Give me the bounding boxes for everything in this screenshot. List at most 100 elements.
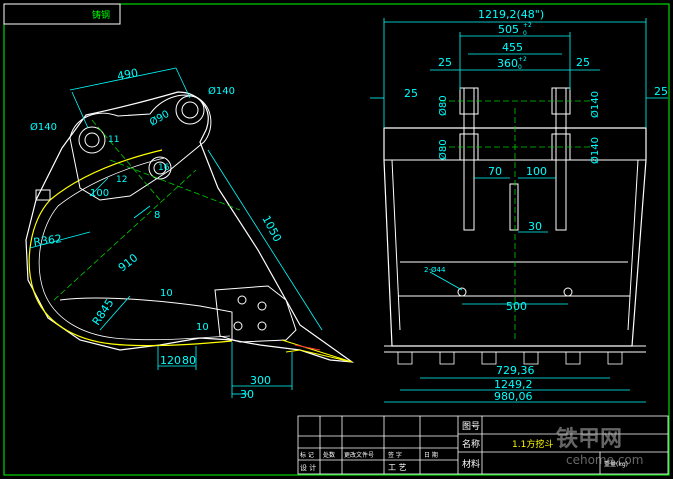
dim-line-100 bbox=[89, 177, 109, 197]
tb-design-label: 设 计 bbox=[300, 463, 316, 472]
dim-729: 729,36 bbox=[496, 364, 535, 377]
dim-120: 120 bbox=[160, 354, 181, 367]
dim-100: 100 bbox=[90, 188, 109, 199]
dim-140-top: Ø140 bbox=[208, 85, 235, 97]
centerline-910 bbox=[53, 169, 197, 301]
tooth-red-mark bbox=[294, 344, 321, 351]
center-rib bbox=[509, 183, 519, 231]
dim-r845: R845 bbox=[90, 297, 117, 328]
dim-holes: 2-Ø44 bbox=[424, 266, 446, 274]
dim-line-r362 bbox=[29, 231, 91, 249]
tb-weight-label: 重量(kg) bbox=[604, 460, 628, 468]
front-side-right-inner bbox=[627, 159, 639, 331]
front-side-left-inner bbox=[391, 159, 401, 331]
mount-hole-left bbox=[457, 287, 467, 297]
front-tooth-3 bbox=[481, 351, 497, 365]
dim-11: 11 bbox=[108, 135, 119, 145]
corner-note: 铸钢 bbox=[92, 9, 110, 21]
side-view: 490 Ø140 Ø140 Ø90 11 12 16 100 8 R362 91… bbox=[25, 66, 355, 401]
dim-80: 80 bbox=[182, 354, 196, 367]
watermark-url: cehome.com bbox=[566, 453, 643, 467]
dim-line-8 bbox=[133, 205, 151, 219]
dim-980: 980,06 bbox=[494, 390, 533, 403]
dim-1050: 1050 bbox=[259, 213, 284, 244]
dim-30f: 30 bbox=[528, 220, 542, 233]
dim-12: 12 bbox=[116, 175, 127, 185]
dim-line-1050 bbox=[207, 149, 323, 331]
watermark-brand: 铁甲网 bbox=[556, 426, 622, 452]
tb-h3: 更改文件号 bbox=[344, 451, 374, 459]
adapter-bolt-1 bbox=[237, 295, 247, 305]
tb-name-label: 名称 bbox=[462, 438, 480, 450]
dim-25-top-l: 25 bbox=[438, 56, 452, 69]
dim-80b: Ø80 bbox=[437, 139, 449, 160]
dim-30: 30 bbox=[240, 388, 254, 401]
tooth-tip bbox=[281, 339, 353, 363]
adapter-bolt-3 bbox=[233, 321, 243, 331]
dim-500: 500 bbox=[506, 300, 527, 313]
dim-80a: Ø80 bbox=[437, 95, 449, 116]
dim-140-left: Ø140 bbox=[30, 121, 57, 133]
front-tooth-4 bbox=[523, 351, 539, 365]
dim-line-r845 bbox=[99, 295, 131, 331]
ext-490-b bbox=[175, 67, 191, 99]
mount-hole-right bbox=[563, 287, 573, 297]
adapter-bolt-2 bbox=[257, 301, 267, 311]
bucket-outer-profile bbox=[25, 91, 355, 363]
dim-505-tol: +2 bbox=[523, 22, 532, 29]
corner-tab bbox=[3, 3, 121, 25]
front-tooth-6 bbox=[607, 351, 623, 365]
pin-boss-left-outer bbox=[78, 126, 106, 154]
dim-360-tol2: 0 bbox=[518, 64, 522, 71]
ear-plate bbox=[69, 94, 212, 201]
dim-line-490 bbox=[69, 67, 177, 91]
dim-25-side-r: 25 bbox=[654, 85, 668, 98]
tb-h4: 签 字 bbox=[388, 451, 402, 459]
dim-360-tol: +2 bbox=[518, 56, 527, 63]
ear-plate-left bbox=[463, 87, 475, 231]
dim-505: 505 bbox=[498, 23, 519, 36]
dim-70: 70 bbox=[488, 165, 502, 178]
dim-455: 455 bbox=[502, 41, 523, 54]
tb-part-name: 1.1方挖斗 bbox=[512, 438, 553, 450]
bottom-plate bbox=[59, 297, 233, 340]
front-view: 1219,2(48") 505 +2 0 455 360 +2 0 25 25 … bbox=[370, 8, 668, 403]
title-block-frame bbox=[297, 415, 669, 475]
dim-r362: R362 bbox=[33, 232, 63, 249]
dim-1249: 1249,2 bbox=[494, 378, 533, 391]
tooth-adapter bbox=[214, 285, 297, 343]
side-lug bbox=[35, 189, 51, 201]
liner-curve-inner bbox=[38, 157, 231, 341]
pin-boss-top-outer bbox=[175, 95, 205, 125]
pin-boss-left-inner bbox=[84, 132, 100, 148]
pin-boss-mid bbox=[148, 156, 172, 180]
dim-490: 490 bbox=[116, 66, 139, 83]
dim-140b: Ø140 bbox=[589, 137, 601, 164]
dim-10a: 10 bbox=[160, 288, 173, 299]
dim-910: 910 bbox=[116, 251, 141, 274]
tb-material-label: 材料 bbox=[462, 458, 480, 470]
dim-90: Ø90 bbox=[148, 108, 172, 129]
adapter-bolt-4 bbox=[257, 321, 267, 331]
dim-16: 16 bbox=[158, 163, 170, 173]
leader-holes bbox=[429, 271, 463, 291]
ext-490-a bbox=[71, 91, 89, 129]
dim-360: 360 bbox=[497, 57, 518, 70]
dim-10b: 10 bbox=[196, 322, 209, 333]
ear-plate-right bbox=[555, 87, 567, 231]
dim-505-tol2: 0 bbox=[523, 30, 527, 37]
title-block bbox=[297, 415, 669, 475]
front-tooth-5 bbox=[565, 351, 581, 365]
dim-25-side-l: 25 bbox=[404, 87, 418, 100]
tb-h5: 日 期 bbox=[424, 451, 438, 459]
tb-process-label: 工 艺 bbox=[388, 463, 407, 472]
tb-h2: 处数 bbox=[323, 451, 335, 459]
dim-140a: Ø140 bbox=[589, 91, 601, 118]
liner-curve bbox=[28, 149, 233, 347]
sheet-border bbox=[3, 3, 670, 476]
centerline-aux bbox=[109, 159, 241, 211]
dim-300: 300 bbox=[250, 374, 271, 387]
pin-boss-top-inner bbox=[181, 101, 199, 119]
dim-100f: 100 bbox=[526, 165, 547, 178]
